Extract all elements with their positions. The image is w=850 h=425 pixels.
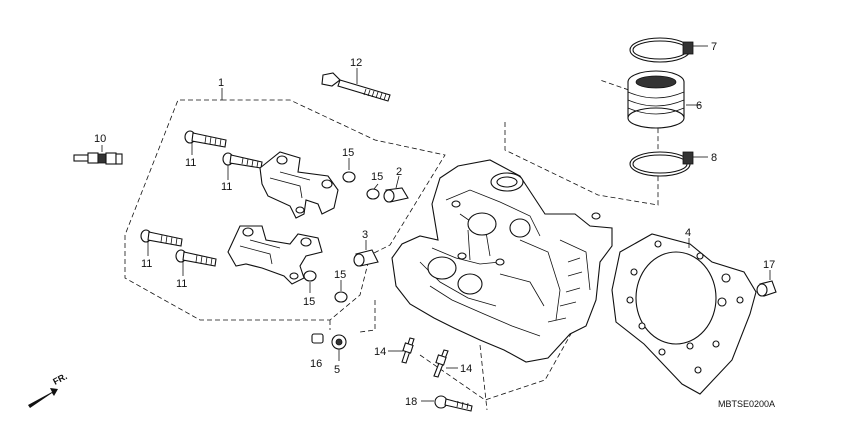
bolt-12 [321,68,391,102]
callout-10: 10 [94,133,106,145]
callout-14-b: 14 [460,363,472,375]
stud-14-b [433,349,458,378]
dowel-pin-15-c [303,270,317,293]
callout-18: 18 [405,396,417,408]
sleeve-2 [383,175,409,203]
callout-14-a: 14 [374,346,386,358]
dowel-16 [311,333,324,344]
callout-16: 16 [310,358,322,370]
callout-11-d: 11 [176,278,187,290]
dowel-17 [756,270,777,297]
callout-4: 4 [685,227,691,239]
callout-15-b: 15 [371,171,383,183]
assembly-outline [124,99,446,321]
dowel-pin-15-a [342,158,356,183]
callout-6: 6 [696,100,702,112]
callout-8: 8 [711,152,717,164]
callout-7: 7 [711,41,717,53]
callout-15-c: 15 [303,296,315,308]
callout-11-c: 11 [141,258,152,270]
stud-14-a [388,337,415,364]
callout-12: 12 [350,57,362,69]
diagram-code: MBTSE0200A [718,399,775,409]
bolt-11-d [175,249,217,276]
bolt-11-a [184,130,227,155]
dowel-pin-15-b [366,183,380,200]
callout-5: 5 [334,364,340,376]
front-arrow-icon: FR. [28,371,69,408]
cylinder-head [391,159,613,363]
front-direction-label: FR. [51,371,68,387]
callout-15-a: 15 [342,147,354,159]
sleeve-3 [353,240,379,267]
dowel-pin-15-d [334,280,348,303]
bolt-11-c [140,229,183,256]
spark-plug [73,145,123,165]
insulator [627,70,700,129]
camshaft-holder-upper [259,151,339,219]
callout-15-d: 15 [334,269,346,281]
camshaft-holder-lower [227,225,323,285]
head-gasket [611,233,757,395]
bolt-18 [421,395,473,412]
callout-11-b: 11 [221,181,232,193]
callout-11-a: 11 [185,157,196,169]
callout-17: 17 [763,259,775,271]
nut-5 [331,334,347,361]
band-lower [629,151,708,177]
callout-3: 3 [362,229,368,241]
callout-2: 2 [396,166,402,178]
callout-1: 1 [218,77,224,89]
band-upper [629,37,708,63]
bolt-11-b [222,152,263,180]
